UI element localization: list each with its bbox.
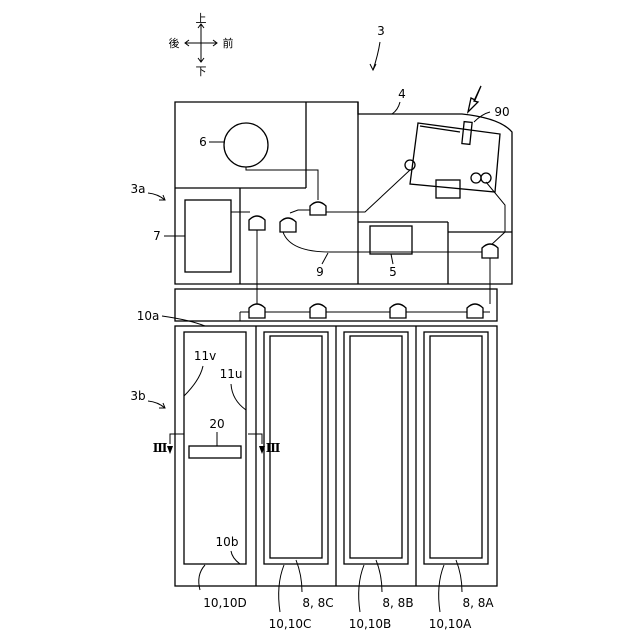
section-left (170, 434, 184, 444)
lower-unit: 20 11v 11u 10b Ⅲ Ⅲ 3b (130, 326, 497, 586)
wire-disk (246, 167, 318, 200)
label-device: 3 (377, 24, 385, 38)
label-tray-c: 8, 8C (302, 596, 333, 610)
rail-strip: 10a (137, 289, 497, 326)
rail-connector-1 (249, 304, 265, 318)
label-disk: 6 (199, 135, 207, 149)
label-section-right: Ⅲ (266, 441, 281, 455)
rail-connector-2 (310, 304, 326, 318)
rail-bus (240, 312, 490, 321)
roller-3 (481, 173, 491, 183)
rail-10a (175, 289, 497, 321)
rear-label: 後 (169, 36, 180, 50)
label-lower-unit: 3b (130, 389, 145, 403)
label-tray-a: 8, 8A (462, 596, 494, 610)
leader-device-arrow (370, 64, 376, 70)
slot-a-outer (424, 332, 488, 564)
up-label: 上 (196, 12, 207, 25)
slot-guide (420, 126, 460, 132)
roller-2 (471, 173, 481, 183)
wire-9 (283, 232, 490, 252)
wire-junction (290, 210, 312, 213)
section-right (248, 434, 262, 444)
slot-b-outer (344, 332, 408, 564)
label-part10b: 10b (216, 535, 239, 549)
label-wall-v: 11v (194, 349, 216, 363)
disk-6 (224, 123, 268, 167)
label-cover: 4 (398, 87, 406, 101)
rail-connector-4 (467, 304, 483, 318)
label-rail: 10a (137, 309, 160, 323)
part-20 (189, 446, 241, 458)
controller-7 (185, 200, 231, 272)
section-left-arrow (167, 446, 173, 454)
tray-8b (350, 336, 402, 558)
label-part20: 20 (209, 417, 224, 431)
label-slot-c: 10,10C (269, 617, 312, 631)
insert-slot-90 (462, 122, 472, 145)
upper-unit: 6 7 5 90 4 (131, 86, 513, 304)
connector-a (310, 202, 326, 215)
label-unit5: 5 (389, 265, 397, 279)
label-wall-u: 11u (220, 367, 243, 381)
label-tray-b: 8, 8B (382, 596, 413, 610)
wire-reader (318, 170, 410, 212)
connector-d (482, 244, 498, 258)
rail-connector-3 (390, 304, 406, 318)
label-section-left: Ⅲ (153, 441, 168, 455)
orientation-indicator: 上 下 後 前 (169, 12, 234, 78)
roller-1 (405, 160, 415, 170)
connector-c (249, 216, 265, 230)
insertion-arrow-icon (468, 86, 481, 112)
label-insert-port: 90 (494, 105, 509, 119)
reader-module (410, 123, 500, 192)
tray-8a (430, 336, 482, 558)
label-slot-d: 10,10D (203, 596, 247, 610)
leader-device (373, 42, 380, 70)
label-controller: 7 (153, 229, 161, 243)
front-label: 前 (223, 36, 234, 50)
connector-b (280, 218, 296, 232)
label-slot-b: 10,10B (349, 617, 392, 631)
unit-5 (370, 226, 412, 254)
label-upper-unit: 3a (131, 182, 146, 196)
label-slot-a: 10,10A (429, 617, 472, 631)
label-wiring: 9 (316, 265, 324, 279)
down-label: 下 (196, 65, 207, 78)
